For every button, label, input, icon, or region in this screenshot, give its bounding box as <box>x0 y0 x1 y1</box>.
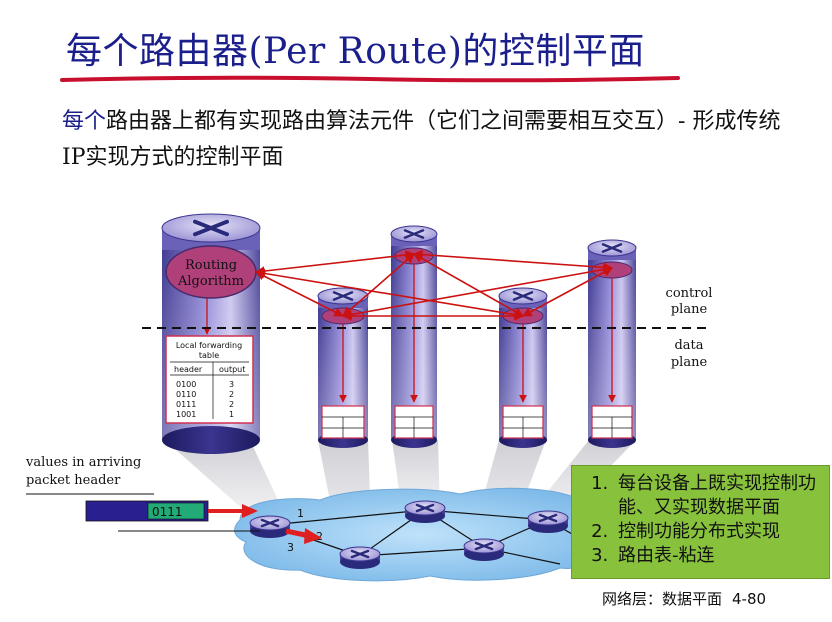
local-forwarding-table: Local forwarding table header output 010… <box>165 335 254 424</box>
title-underline <box>60 75 680 83</box>
forwarding-table-output-col: output <box>219 365 245 374</box>
summary-note-item: 控制功能分布式实现 <box>614 520 829 544</box>
summary-note-item: 每台设备上既实现控制功能、又实现数据平面 <box>614 472 829 520</box>
data-plane-label-line2: plane <box>671 355 708 370</box>
packet-arrow-head <box>242 504 258 518</box>
forwarding-table-cell: 0111 <box>176 400 196 409</box>
slide-footer: 网络层：数据平面 4-80 <box>602 588 766 609</box>
control-message-arrow <box>413 249 613 273</box>
network-router <box>339 546 381 569</box>
subtitle-text: 路由器上都有实现路由算法元件（它们之间需要相互交互）- 形成传统IP实现方式的控… <box>62 109 781 170</box>
network-router <box>527 510 569 533</box>
summary-note-list: 每台设备上既实现控制功能、又实现数据平面 控制功能分布式实现 路由表-粘连 <box>572 472 829 568</box>
forwarding-table-cell: 2 <box>229 400 234 409</box>
slide-title: 每个路由器(Per Route)的控制平面 <box>66 31 645 72</box>
forwarding-arrow-head <box>304 528 322 544</box>
control-plane-label-line1: control <box>666 286 713 301</box>
forwarding-table-frame <box>165 335 254 424</box>
router-cylinder <box>317 287 369 448</box>
forwarding-table-title-line2: table <box>199 351 219 360</box>
router-cylinder <box>498 287 548 448</box>
packet-header-label-line2: packet header <box>26 473 121 488</box>
control-message-arrow <box>342 264 613 320</box>
footer-section: 网络层：数据平面 <box>602 590 723 608</box>
network-router <box>404 500 446 523</box>
control-plane-messages <box>255 249 613 321</box>
forwarding-table-cell: 3 <box>229 380 234 389</box>
routing-algorithm-label-line1: Routing <box>185 258 237 273</box>
summary-note-item: 路由表-粘连 <box>614 544 829 568</box>
router-cross-icon <box>350 549 370 559</box>
data-plane-label-line1: data <box>674 338 703 353</box>
router-cross-icon <box>474 541 494 551</box>
forwarding-table-cell: 2 <box>229 390 234 399</box>
packet-header-value: 0111 <box>152 505 183 519</box>
router-cross-icon <box>193 219 229 237</box>
port-label-1: 1 <box>297 507 304 520</box>
router-cylinder <box>390 225 438 448</box>
network-router <box>249 515 291 538</box>
router-cross-icon <box>415 503 435 513</box>
router-cross-icon <box>403 229 425 239</box>
summary-note-box: 每台设备上既实现控制功能、又实现数据平面 控制功能分布式实现 路由表-粘连 <box>571 465 830 579</box>
forwarding-table-cell: 0100 <box>176 380 196 389</box>
control-message-arrow <box>255 250 415 276</box>
network-router <box>463 538 505 561</box>
routing-algorithm-label-line2: Algorithm <box>177 274 244 289</box>
router-cross-icon <box>260 518 280 528</box>
router-cross-icon <box>538 513 558 523</box>
forwarding-table-cell: 0110 <box>176 390 196 399</box>
forwarding-table-header-col: header <box>174 365 203 374</box>
page-number: 4-80 <box>732 590 767 608</box>
subtitle-highlight: 每个 <box>62 109 107 134</box>
network-routers <box>249 500 569 569</box>
port-label-2: 2 <box>316 530 323 543</box>
slide-subtitle: 每个路由器上都有实现路由算法元件（它们之间需要相互交互）- 形成传统IP实现方式… <box>62 104 802 176</box>
forwarding-table-rows: 0100 3 0110 2 0111 2 1001 1 <box>176 380 234 419</box>
forwarding-table-title-line1: Local forwarding <box>176 341 242 350</box>
forwarding-table-cell: 1001 <box>176 410 196 419</box>
forwarding-table-cell: 1 <box>229 410 234 419</box>
control-plane-label-line2: plane <box>671 302 708 317</box>
port-label-3: 3 <box>287 541 294 554</box>
packet-header-label-line1: values in arriving <box>25 455 141 470</box>
packet-header-field <box>147 502 205 520</box>
